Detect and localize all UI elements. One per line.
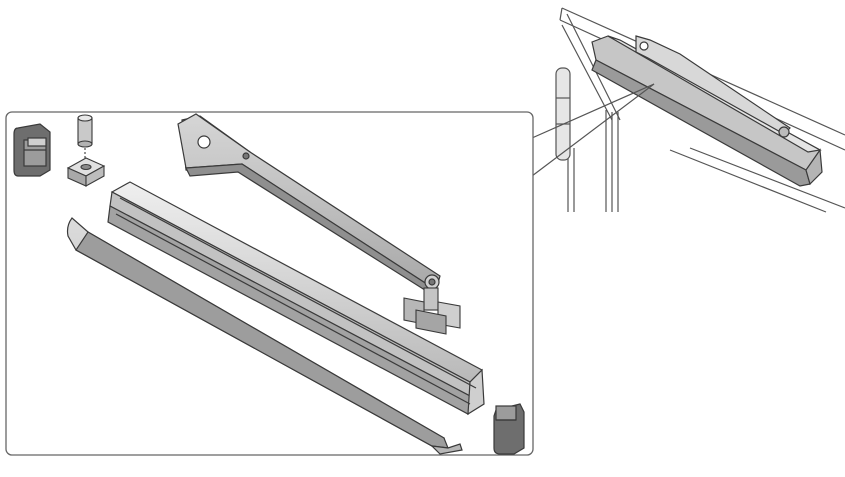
nut-icon xyxy=(66,157,106,187)
slider-icon xyxy=(403,287,461,335)
cover-icon xyxy=(66,217,463,455)
end-cap-left xyxy=(13,123,51,177)
end-cap-right xyxy=(493,403,525,455)
pin-icon xyxy=(77,114,93,160)
rail-icon xyxy=(107,181,485,416)
callout-lines xyxy=(531,83,655,177)
arm-icon xyxy=(177,113,441,293)
installed-view xyxy=(531,7,845,213)
hinge-icon xyxy=(555,67,571,161)
installed-closer xyxy=(591,35,823,187)
